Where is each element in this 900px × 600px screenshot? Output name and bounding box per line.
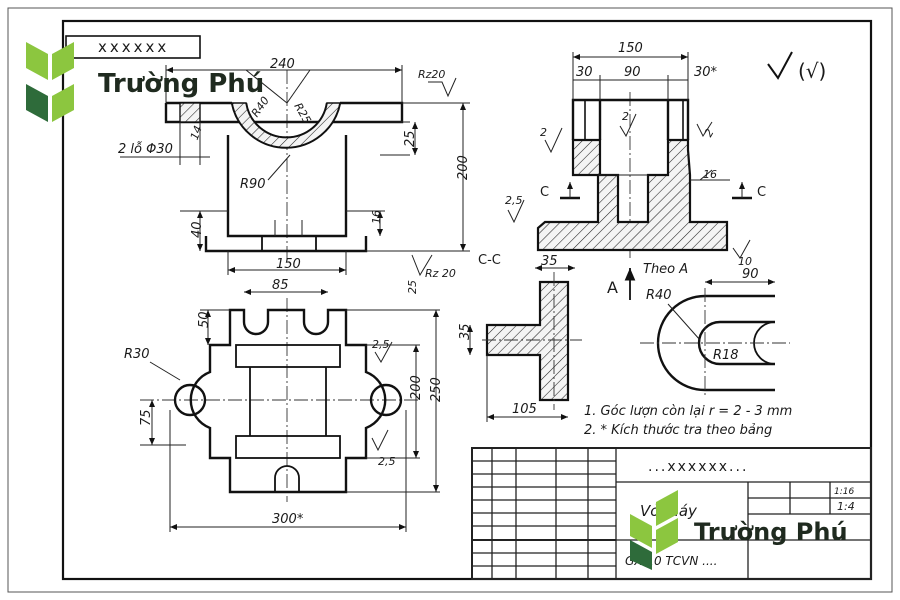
view-a-dim-r18: R18 bbox=[713, 348, 739, 363]
top-view: 85 50 R30 75 2,5 25 200 250 2,5 300* bbox=[124, 278, 444, 532]
note-2: 2. * Kích thước tra theo bảng bbox=[584, 423, 772, 438]
front-dim-16: 16 bbox=[370, 210, 383, 224]
front-dim-14: 14 bbox=[188, 124, 205, 142]
side-dim-16: 16 bbox=[703, 168, 717, 181]
side-dim-90: 90 bbox=[624, 65, 641, 80]
title-block: ...xxxxxx... Vỏ máy 1:16 1:4 GX 10 TCVN … bbox=[471, 447, 872, 580]
top-dim-250: 250 bbox=[429, 377, 444, 402]
note-1: 1. Góc lượn còn lại r = 2 - 3 mm bbox=[584, 404, 792, 419]
side-dim-2b: 2 bbox=[622, 110, 629, 123]
front-rz-bottom: Rz 20 bbox=[425, 267, 456, 280]
title-block-qty: 1:16 bbox=[834, 487, 854, 497]
section-dim-35h: 35 bbox=[458, 323, 473, 340]
watermark-brand-top: Trường Phú bbox=[98, 69, 264, 99]
top-dim-r30: R30 bbox=[124, 347, 150, 362]
view-a-dim-90: 90 bbox=[742, 267, 759, 282]
top-dim-300: 300* bbox=[272, 512, 304, 527]
watermark-logo-bottom bbox=[630, 490, 678, 570]
front-dim-40: 40 bbox=[190, 221, 205, 238]
side-view: 150 30 90 30* 2 2 2 16 2,5 10 C C bbox=[505, 41, 766, 268]
view-a-title: Theo A bbox=[643, 262, 688, 277]
notes: 1. Góc lượn còn lại r = 2 - 3 mm 2. * Kí… bbox=[584, 404, 792, 438]
top-dim-75: 75 bbox=[139, 409, 154, 426]
view-a: A Theo A 90 R40 R18 bbox=[607, 262, 790, 398]
front-dim-240: 240 bbox=[270, 57, 295, 72]
title-block-scale: 1:4 bbox=[837, 500, 855, 513]
leaf-icon bbox=[656, 518, 678, 554]
view-a-dim-r40: R40 bbox=[646, 288, 672, 303]
leaf-icon bbox=[52, 42, 74, 80]
front-dim-150: 150 bbox=[276, 257, 301, 272]
top-dim-200: 200 bbox=[409, 375, 424, 400]
front-dim-r90: R90 bbox=[240, 177, 266, 192]
title-block-name: ...xxxxxx... bbox=[648, 459, 748, 475]
side-dim-10: 10 bbox=[738, 255, 752, 268]
front-dim-200: 200 bbox=[456, 155, 471, 180]
side-dim-2a: 2 bbox=[540, 126, 547, 139]
watermark-brand-bottom: Trường Phú bbox=[694, 518, 848, 546]
front-rz-top: Rz20 bbox=[418, 68, 445, 81]
top-dim-85: 85 bbox=[272, 278, 289, 293]
side-dim-30s: 30* bbox=[694, 65, 718, 80]
section-dim-35w: 35 bbox=[541, 254, 558, 269]
view-a-arrow-label: A bbox=[607, 278, 618, 297]
leaf-icon bbox=[52, 84, 74, 122]
side-dim-150: 150 bbox=[618, 41, 643, 56]
top-dim-25b: 2,5 bbox=[378, 455, 396, 468]
top-dim-50: 50 bbox=[197, 311, 212, 328]
side-dim-30: 30 bbox=[576, 65, 593, 80]
front-dim-25: 25 bbox=[403, 130, 418, 147]
drawing-border bbox=[61, 19, 873, 581]
leaf-icon bbox=[630, 514, 652, 548]
side-cut-right: C bbox=[757, 185, 766, 200]
top-dim-25h: 25 bbox=[406, 280, 419, 294]
leaf-icon bbox=[26, 84, 48, 122]
leaf-icon bbox=[26, 42, 48, 80]
leaf-icon bbox=[656, 490, 678, 526]
roughness-symbol-text: (√) bbox=[798, 59, 826, 83]
leaf-icon bbox=[630, 540, 652, 570]
watermark-logo-top bbox=[26, 42, 74, 122]
header-box-text: xxxxxx bbox=[98, 38, 169, 56]
front-view: 240 R40 R25 14 2 lỗ Φ30 R90 25 200 Rz20 … bbox=[118, 57, 471, 280]
section-cc: C-C 35 35 105 bbox=[458, 253, 582, 422]
front-dim-holes: 2 lỗ Φ30 bbox=[118, 142, 173, 157]
section-dim-105: 105 bbox=[512, 402, 537, 417]
side-dim-25: 2,5 bbox=[505, 194, 523, 207]
side-cut-left: C bbox=[540, 185, 549, 200]
roughness-symbol: (√) bbox=[767, 51, 826, 83]
section-cc-title: C-C bbox=[478, 253, 501, 268]
drawing-frame bbox=[7, 7, 893, 593]
